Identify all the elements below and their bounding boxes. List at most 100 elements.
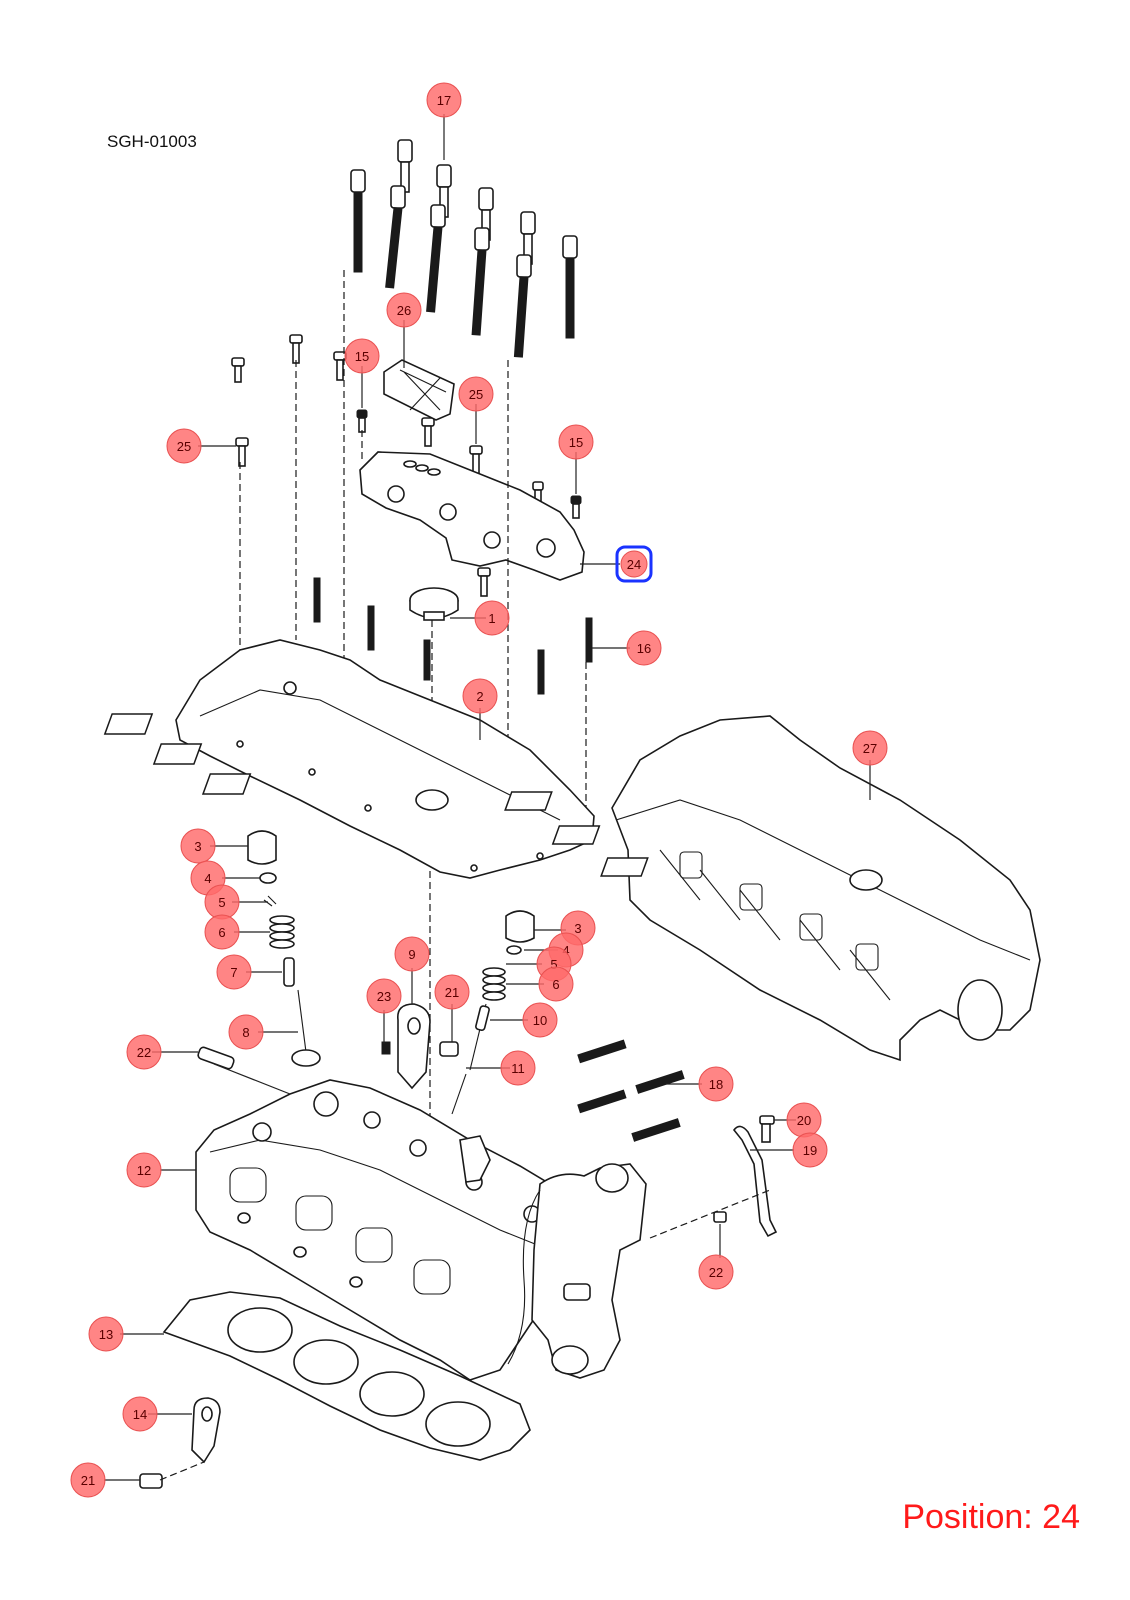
callout-badge[interactable] <box>126 1034 162 1070</box>
callout-21[interactable]: 21 <box>70 1462 106 1498</box>
callout-badge[interactable] <box>538 966 574 1002</box>
leader-lines <box>104 114 871 1481</box>
cylinder-head-cover <box>103 639 595 879</box>
heat-shield-plate <box>383 359 455 421</box>
callout-25[interactable]: 25 <box>166 428 202 464</box>
callout-label: 22 <box>137 1045 151 1060</box>
callout-badge[interactable] <box>204 914 240 950</box>
callout-badge[interactable] <box>366 978 402 1014</box>
callout-17[interactable]: 17 <box>426 82 462 118</box>
callout-badge[interactable] <box>500 1050 536 1086</box>
callout-21[interactable]: 21 <box>434 974 470 1010</box>
callout-label: 17 <box>437 93 451 108</box>
callout-10[interactable]: 10 <box>522 1002 558 1038</box>
intake-cover-plate <box>359 451 585 581</box>
callout-badge[interactable] <box>458 376 494 412</box>
callout-label: 24 <box>627 557 641 572</box>
callout-label: 20 <box>797 1113 811 1128</box>
callout-22[interactable]: 22 <box>126 1034 162 1070</box>
callout-label: 1 <box>488 611 495 626</box>
callout-12[interactable]: 12 <box>126 1152 162 1188</box>
callout-22[interactable]: 22 <box>698 1254 734 1290</box>
diagram-code: SGH-01003 <box>107 132 197 151</box>
callout-label: 7 <box>230 965 237 980</box>
callout-badge[interactable] <box>216 954 252 990</box>
callout-14[interactable]: 14 <box>122 1396 158 1432</box>
callout-badge[interactable] <box>344 338 380 374</box>
callout-6[interactable]: 6 <box>538 966 574 1002</box>
callout-badge[interactable] <box>88 1316 124 1352</box>
callout-badge[interactable] <box>386 292 422 328</box>
callout-7[interactable]: 7 <box>216 954 252 990</box>
callout-label: 2 <box>476 689 483 704</box>
callout-2[interactable]: 2 <box>462 678 498 714</box>
callout-label: 25 <box>469 387 483 402</box>
callout-label: 8 <box>242 1025 249 1040</box>
exhaust-studs <box>577 1039 685 1142</box>
callout-label: 6 <box>218 925 225 940</box>
selected-ring <box>615 545 653 583</box>
callout-6[interactable]: 6 <box>204 914 240 950</box>
assembled-head-view <box>504 715 1041 1062</box>
callout-11[interactable]: 11 <box>500 1050 536 1086</box>
callout-8[interactable]: 8 <box>228 1014 264 1050</box>
callout-badge[interactable] <box>558 424 594 460</box>
callout-label: 15 <box>355 349 369 364</box>
callout-badge[interactable] <box>474 600 510 636</box>
callout-label: 9 <box>408 947 415 962</box>
valve-train-right <box>451 910 535 1115</box>
callout-label: 21 <box>445 985 459 1000</box>
oil-filler-cap <box>409 587 459 621</box>
callout-label: 25 <box>177 439 191 454</box>
callout-badge[interactable] <box>620 550 648 578</box>
cylinder-head <box>195 1079 647 1381</box>
callout-label: 4 <box>204 871 211 886</box>
callout-label: 19 <box>803 1143 817 1158</box>
callout-1[interactable]: 1 <box>474 600 510 636</box>
callout-badge[interactable] <box>166 428 202 464</box>
lower-bracket <box>139 1397 221 1489</box>
callout-15[interactable]: 15 <box>344 338 380 374</box>
callout-26[interactable]: 26 <box>386 292 422 328</box>
callout-18[interactable]: 18 <box>698 1066 734 1102</box>
callout-badge[interactable] <box>792 1132 828 1168</box>
callout-3[interactable]: 3 <box>180 828 216 864</box>
callout-badge[interactable] <box>228 1014 264 1050</box>
callout-badge[interactable] <box>698 1254 734 1290</box>
callout-23[interactable]: 23 <box>366 978 402 1014</box>
valve-train-left <box>247 830 321 1067</box>
coolant-pipe <box>713 1115 778 1238</box>
callout-badge[interactable] <box>852 730 888 766</box>
callout-badge[interactable] <box>180 828 216 864</box>
callout-24[interactable]: 24 <box>615 545 653 583</box>
callout-label: 23 <box>377 989 391 1004</box>
callout-badge[interactable] <box>126 1152 162 1188</box>
callout-badge[interactable] <box>626 630 662 666</box>
callout-9[interactable]: 9 <box>394 936 430 972</box>
callout-label: 3 <box>194 839 201 854</box>
callout-25[interactable]: 25 <box>458 376 494 412</box>
head-gasket <box>162 1291 531 1461</box>
callout-16[interactable]: 16 <box>626 630 662 666</box>
callout-label: 26 <box>397 303 411 318</box>
callout-label: 5 <box>218 895 225 910</box>
callout-badge[interactable] <box>426 82 462 118</box>
callout-13[interactable]: 13 <box>88 1316 124 1352</box>
head-bolts <box>350 139 578 358</box>
callout-label: 15 <box>569 435 583 450</box>
callout-badge[interactable] <box>122 1396 158 1432</box>
callout-badge[interactable] <box>462 678 498 714</box>
callout-badge[interactable] <box>70 1462 106 1498</box>
callout-20[interactable]: 20 <box>786 1102 822 1138</box>
callout-19[interactable]: 19 <box>792 1132 828 1168</box>
callout-badge[interactable] <box>698 1066 734 1102</box>
callout-27[interactable]: 27 <box>852 730 888 766</box>
callout-badge[interactable] <box>394 936 430 972</box>
callout-label: 10 <box>533 1013 547 1028</box>
callout-badge[interactable] <box>522 1002 558 1038</box>
callout-5[interactable]: 5 <box>204 884 240 920</box>
callout-15[interactable]: 15 <box>558 424 594 460</box>
callout-badge[interactable] <box>434 974 470 1010</box>
